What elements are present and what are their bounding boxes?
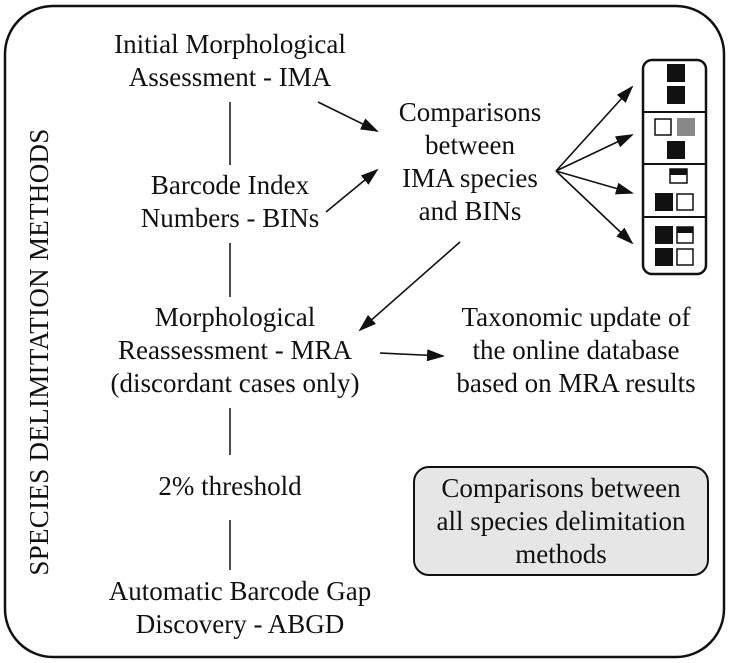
node-abgd: Automatic Barcode Gap Discovery - ABGD (60, 575, 420, 641)
outcome-panel-frame (641, 58, 708, 276)
node-mra-line1: Morphological (154, 302, 316, 332)
outcome-4-square-black-bottom (655, 248, 673, 266)
outcome-2-square-black (667, 141, 685, 159)
node-comparisons-line2: between (425, 130, 515, 160)
outcome-panel (641, 58, 708, 276)
node-taxonomic-update-line3: based on MRA results (456, 368, 696, 398)
arrow-mra-to-update (379, 349, 445, 362)
node-bins-line2: Numbers - BINs (140, 203, 320, 233)
node-threshold: 2% threshold (100, 470, 360, 503)
node-comparisons-line3: IMA species (402, 163, 538, 193)
outcome-1-square-top (667, 64, 685, 82)
outcome-4-bar-split (677, 227, 693, 233)
arrow-to-outcome-1 (555, 85, 634, 172)
node-mra-line2: Reassessment - MRA (118, 335, 352, 365)
node-abgd-line2: Discovery - ABGD (135, 609, 345, 639)
side-label: SPECIES DELIMITATION METHODS (24, 128, 54, 576)
node-threshold-line1: 2% threshold (158, 471, 302, 501)
outcome-3-square-black (655, 193, 673, 211)
node-ima: Initial Morphological Assessment - IMA (60, 28, 400, 94)
node-comparisons: Comparisons between IMA species and BINs (360, 96, 580, 228)
node-comparisons-line4: and BINs (418, 196, 522, 226)
summary-line1: Comparisons between (441, 473, 681, 503)
node-taxonomic-update: Taxonomic update of the online database … (426, 301, 726, 400)
arrow-to-outcome-4 (555, 170, 634, 245)
node-bins: Barcode Index Numbers - BINs (80, 169, 380, 235)
summary-line3: methods (515, 539, 607, 569)
summary-box: Comparisons between all species delimita… (413, 466, 709, 576)
arrow-to-outcome-2 (555, 134, 634, 172)
node-bins-line1: Barcode Index (150, 170, 310, 200)
node-ima-line1: Initial Morphological (114, 29, 346, 59)
arrow-ima-to-comparisons (317, 101, 379, 132)
outer-frame (3, 4, 726, 659)
node-mra: Morphological Reassessment - MRA (discor… (60, 301, 410, 400)
outcome-2-square-gray (677, 118, 695, 136)
node-ima-line2: Assessment - IMA (128, 62, 332, 92)
outcome-3-bar-top (670, 169, 687, 175)
node-taxonomic-update-line1: Taxonomic update of (461, 302, 691, 332)
arrow-comparisons-to-mra (358, 241, 461, 332)
arrow-to-outcome-3 (555, 170, 634, 195)
outcome-2-square-white (654, 118, 672, 136)
outcome-4-square-white-bottom (676, 248, 694, 266)
outcome-1-square-bottom (667, 86, 685, 104)
outcome-4-square-black-top (655, 226, 673, 244)
arrow-bins-to-comparisons (325, 168, 379, 213)
node-abgd-line1: Automatic Barcode Gap (108, 576, 372, 606)
node-comparisons-line1: Comparisons (398, 97, 542, 127)
node-taxonomic-update-line2: the online database (472, 335, 680, 365)
summary-line2: all species delimitation (436, 506, 686, 536)
node-mra-line3: (discordant cases only) (110, 368, 360, 398)
outcome-3-square-white (676, 193, 694, 211)
